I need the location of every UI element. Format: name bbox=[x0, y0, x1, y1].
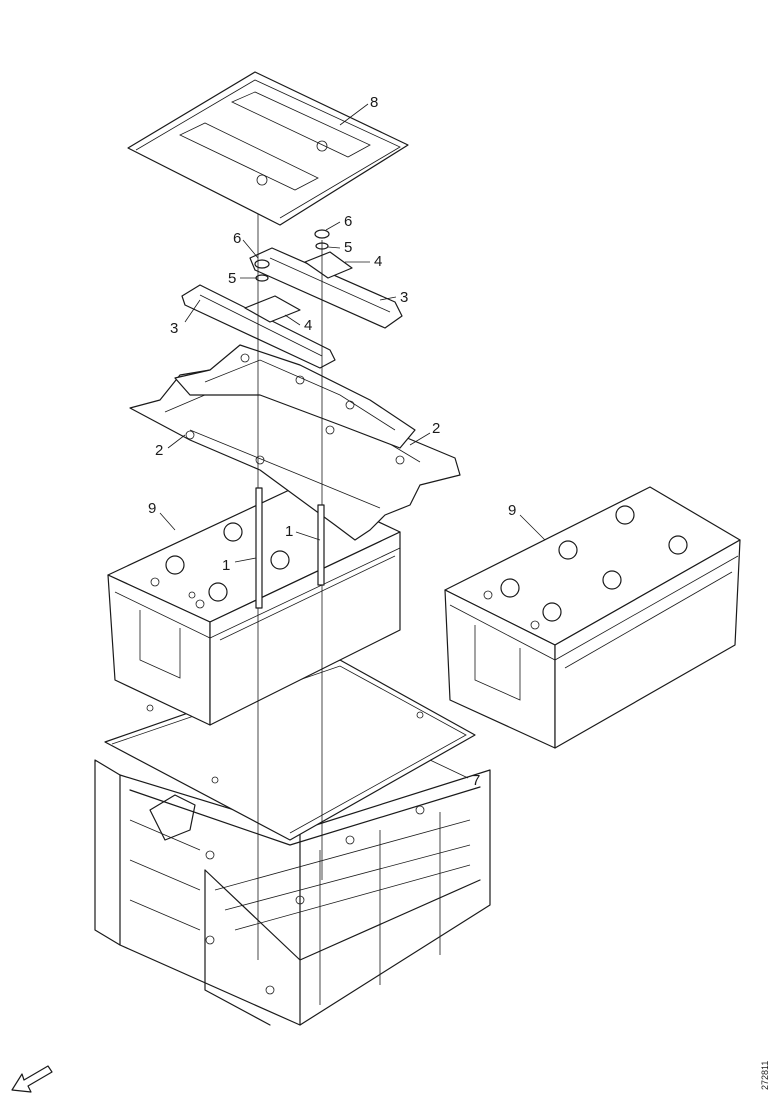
callout-5-left: 5 bbox=[228, 270, 236, 287]
callout-3-left: 3 bbox=[170, 320, 178, 337]
callout-9-right: 9 bbox=[508, 502, 516, 519]
callout-6-right: 6 bbox=[344, 213, 352, 230]
callout-2-left: 2 bbox=[155, 442, 163, 459]
callout-9-left: 9 bbox=[148, 500, 156, 517]
callout-1-left: 1 bbox=[222, 557, 230, 574]
battery-right bbox=[444, 486, 741, 749]
callout-6-left: 6 bbox=[233, 230, 241, 247]
callout-3-right: 3 bbox=[400, 289, 408, 306]
callout-2-right: 2 bbox=[432, 420, 440, 437]
callout-7: 7 bbox=[472, 772, 480, 789]
front-direction-arrow-icon bbox=[11, 1065, 53, 1093]
callout-leaders bbox=[159, 103, 546, 779]
clamp-frame-upper bbox=[174, 344, 416, 449]
callout-4-left: 4 bbox=[304, 317, 312, 334]
callout-8: 8 bbox=[370, 94, 378, 111]
callout-4-right: 4 bbox=[374, 253, 382, 270]
callout-1-right: 1 bbox=[285, 523, 293, 540]
battery-cover bbox=[127, 71, 409, 226]
document-id: 272811 bbox=[760, 1061, 770, 1090]
callout-5-right: 5 bbox=[344, 239, 352, 256]
hold-down-strap-right bbox=[249, 247, 403, 329]
stud-bolts bbox=[255, 180, 325, 960]
